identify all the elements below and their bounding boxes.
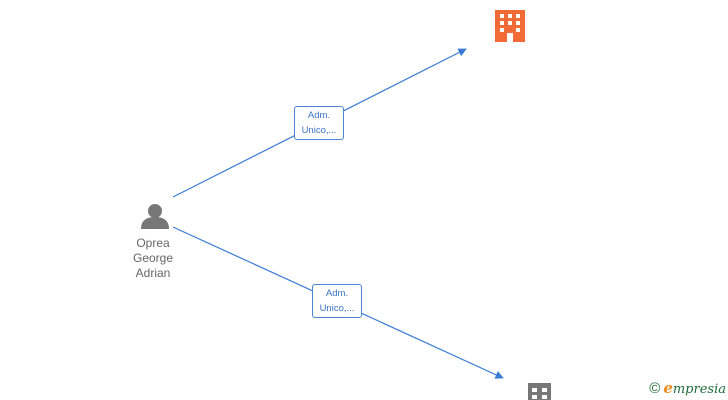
person-name[interactable]: Oprea George Adrian: [118, 236, 188, 281]
edge-label-line: Adm.: [307, 110, 331, 121]
edge-label-line: Unico,...: [319, 303, 355, 314]
brand-name: mpresia: [672, 382, 726, 397]
edge-label-role[interactable]: Adm. Unico,...: [312, 284, 362, 318]
edge-label-role[interactable]: Adm. Unico,...: [294, 106, 344, 140]
edge-label-line: Unico,...: [301, 125, 337, 136]
person-name-line: George: [132, 251, 174, 265]
building-icon[interactable]: [495, 10, 525, 42]
person-name-line: Adrian: [135, 266, 171, 280]
brand-initial: e: [663, 379, 673, 397]
building-icon[interactable]: [528, 383, 551, 400]
person-icon[interactable]: [141, 204, 169, 229]
person-name-line: Oprea: [136, 236, 170, 250]
edge-label-line: Adm.: [325, 288, 349, 299]
copyright-symbol: ©: [649, 380, 661, 397]
brand-watermark: ©empresia: [649, 379, 726, 397]
